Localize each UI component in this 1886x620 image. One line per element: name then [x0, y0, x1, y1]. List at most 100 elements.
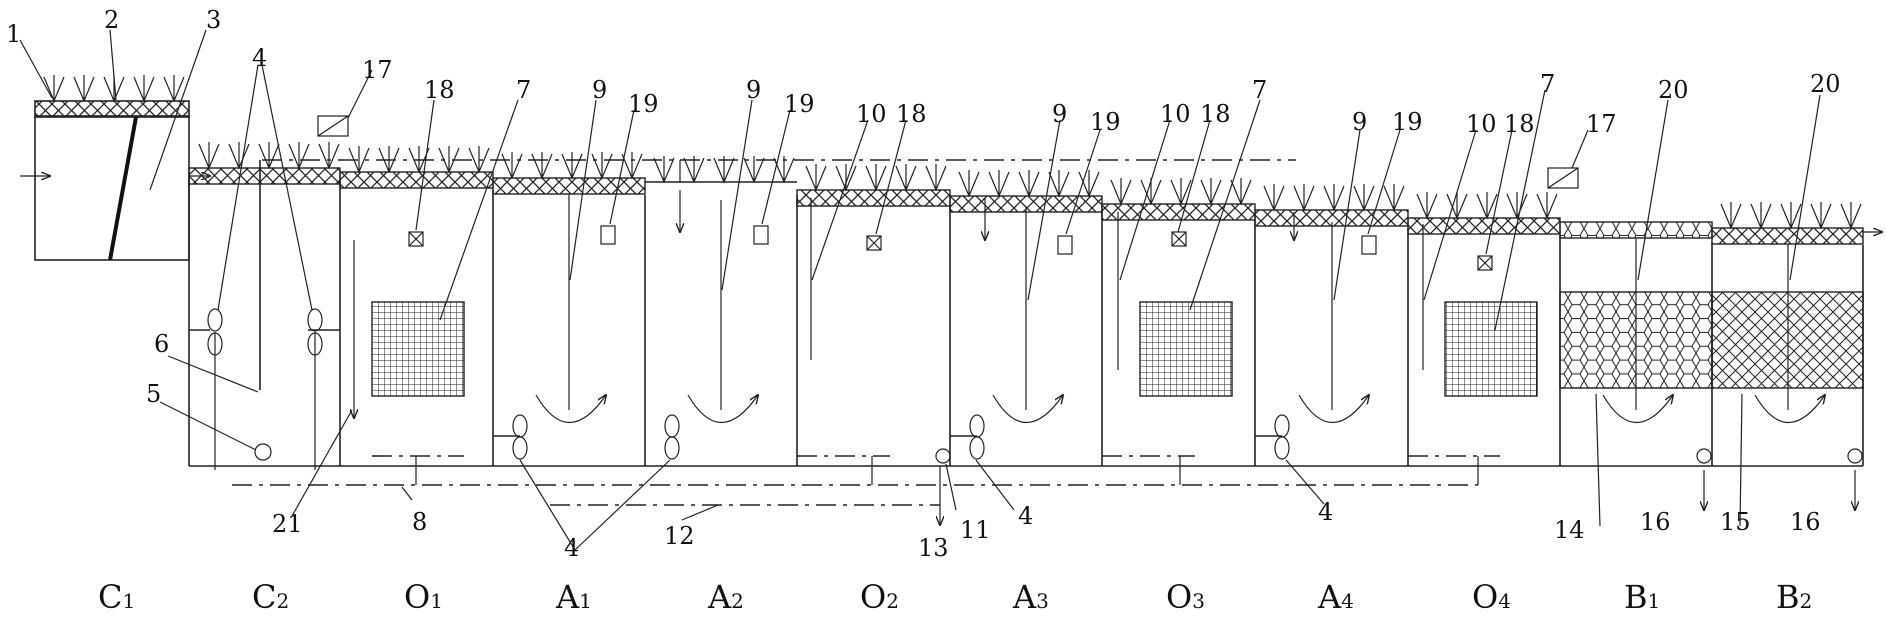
stage-label-a3: A3 [1012, 578, 1049, 616]
label-16-b2: 16 [1790, 508, 1821, 536]
label-2: 2 [104, 6, 119, 34]
tank-c1 [20, 100, 210, 261]
spray-arrow [531, 152, 553, 180]
stage-letter: B [1776, 578, 1800, 616]
spray-arrow [288, 142, 310, 170]
stage-letter: O [404, 578, 430, 616]
spray-arrow [103, 75, 125, 103]
stage-letter: A [707, 578, 732, 616]
spray-arrow [591, 152, 613, 180]
stage-letter: C [252, 578, 276, 616]
label-4-top: 4 [252, 44, 267, 72]
stage-subscript: 2 [1800, 589, 1813, 613]
spray-arrows [43, 75, 1862, 230]
spray-arrow [1230, 178, 1252, 206]
stage-subscript: 4 [1498, 589, 1511, 613]
spray-arrow [1810, 202, 1832, 230]
spray-arrow [318, 142, 340, 170]
leader-lines [19, 29, 1821, 551]
surface-strips [188, 167, 1882, 245]
spray-arrow [1536, 192, 1558, 220]
label-10-o4: 10 [1466, 110, 1497, 138]
spray-arrow [198, 142, 220, 170]
label-16-b1: 16 [1640, 508, 1671, 536]
label-18-o1: 18 [424, 76, 455, 104]
spray-arrow [773, 156, 795, 184]
stage-subscript: 4 [1341, 589, 1354, 613]
spray-arrow [1048, 170, 1070, 198]
spray-arrow [1200, 178, 1222, 206]
label-7-o4: 7 [1540, 70, 1555, 98]
label-9-a4: 9 [1352, 108, 1367, 136]
spray-arrow [958, 170, 980, 198]
spray-arrow [653, 156, 675, 184]
stage-letter: B [1624, 578, 1648, 616]
spray-arrow [1840, 202, 1862, 230]
stage-label-a2: A2 [707, 578, 744, 616]
label-10-o3: 10 [1160, 100, 1191, 128]
label-18-o4: 18 [1504, 110, 1535, 138]
stage-label-b2: B2 [1776, 578, 1812, 616]
spray-arrow [1170, 178, 1192, 206]
stage-subscript: 1 [430, 589, 443, 613]
label-17-right: 17 [1586, 110, 1617, 138]
label-9-a1: 9 [592, 76, 607, 104]
stage-letter: O [1472, 578, 1498, 616]
label-8: 8 [412, 508, 427, 536]
stage-label-o2: O2 [860, 578, 899, 616]
label-4-a4: 4 [1318, 498, 1333, 526]
sensors [317, 115, 1579, 271]
spray-arrow [1353, 184, 1375, 212]
label-9-a2: 9 [746, 76, 761, 104]
spray-arrow [163, 75, 185, 103]
spray-arrow [1140, 178, 1162, 206]
spray-arrow [925, 164, 947, 192]
label-21: 21 [272, 510, 303, 538]
label-14: 14 [1554, 516, 1585, 544]
spray-arrow [408, 146, 430, 174]
stage-label-o3: O3 [1166, 578, 1205, 616]
spray-arrow [468, 146, 490, 174]
label-5: 5 [146, 380, 161, 408]
stage-label-o4: O4 [1472, 578, 1511, 616]
pipelines [232, 159, 1855, 525]
spray-arrow [1323, 184, 1345, 212]
label-20-b2: 20 [1810, 70, 1841, 98]
stage-subscript: 2 [276, 589, 289, 613]
stage-letter: A [1012, 578, 1037, 616]
label-11: 11 [960, 516, 991, 544]
label-15: 15 [1720, 508, 1751, 536]
spray-arrow [1110, 178, 1132, 206]
spray-arrow [1750, 202, 1772, 230]
label-19-a4: 19 [1392, 108, 1423, 136]
callout-labels: 1 2 3 4 4 17 18 7 9 19 9 19 10 18 9 19 1… [6, 6, 1841, 562]
label-10-o2: 10 [856, 100, 887, 128]
label-9-a3: 9 [1052, 100, 1067, 128]
stage-letter: C [98, 578, 122, 616]
spray-arrow [73, 75, 95, 103]
stage-subscript: 3 [1036, 589, 1049, 613]
spray-arrow [988, 170, 1010, 198]
spray-arrow [835, 164, 857, 192]
spray-arrow [1416, 192, 1438, 220]
baffles [354, 190, 1789, 418]
stage-label-c2: C2 [252, 578, 289, 616]
spray-arrow [1263, 184, 1285, 212]
label-6: 6 [154, 330, 169, 358]
spray-arrow [438, 146, 460, 174]
spray-arrow [713, 156, 735, 184]
stage-label-b1: B1 [1624, 578, 1660, 616]
spray-arrow [1720, 202, 1742, 230]
spray-arrow [1476, 192, 1498, 220]
stage-subscript: 3 [1192, 589, 1205, 613]
label-7-o3: 7 [1252, 76, 1267, 104]
spray-arrow [348, 146, 370, 174]
media-blocks [371, 291, 1864, 397]
stage-letter: A [1317, 578, 1342, 616]
stage-letter: O [1166, 578, 1192, 616]
label-17-left: 17 [362, 56, 393, 84]
label-4-bottom: 4 [564, 534, 579, 562]
spray-arrow [501, 152, 523, 180]
stage-subscript: 1 [579, 589, 592, 613]
spray-arrow [1293, 184, 1315, 212]
